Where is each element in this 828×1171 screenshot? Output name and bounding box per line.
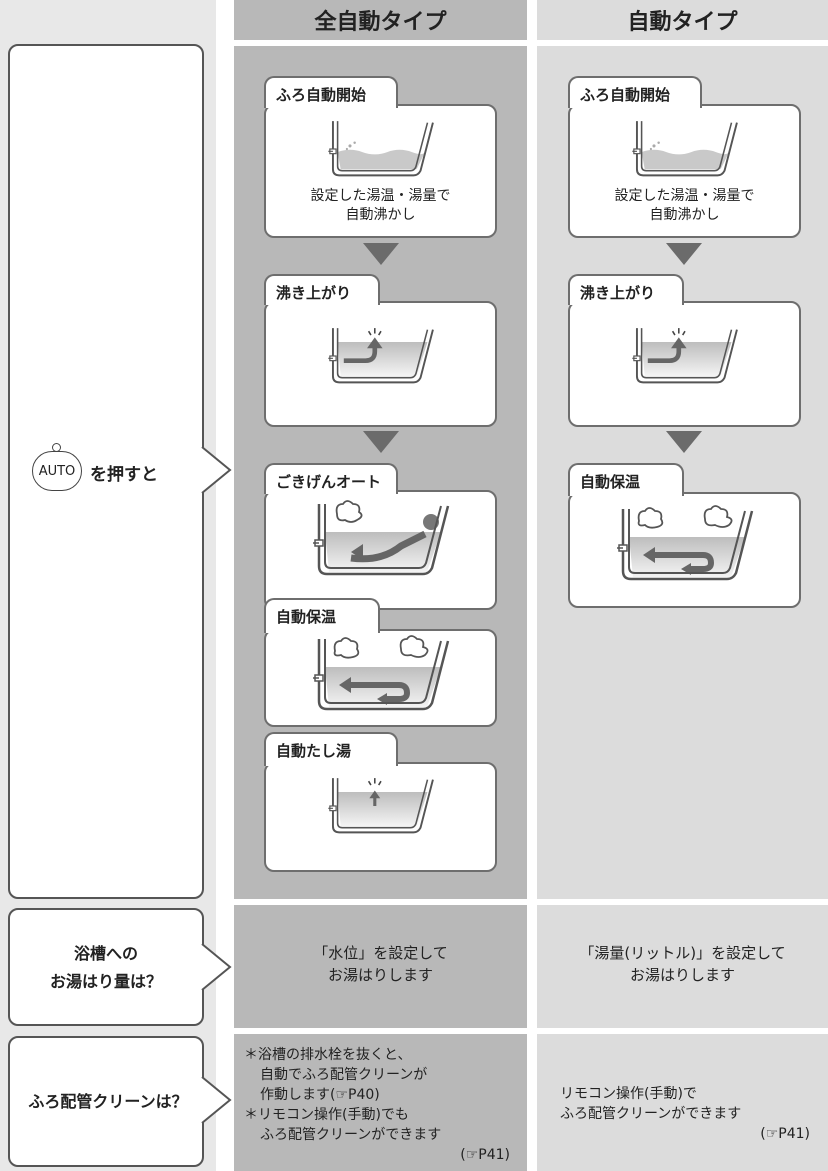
auto-step-keep-warm-tab: 自動保温 [568, 463, 684, 496]
fill-amount-line1: 浴槽への [73, 944, 138, 963]
desc-line1: 設定した湯温・湯量で [310, 188, 451, 204]
arrow-down-2 [666, 431, 702, 453]
fill-line2: お湯はりします [629, 966, 735, 984]
full-step-start-tab: ふろ自動開始 [264, 76, 398, 108]
tub-boiled-illustration [311, 325, 451, 387]
auto-button: AUTO [32, 451, 82, 491]
desc-line1: 設定した湯温・湯量で [614, 188, 755, 204]
full-step-gokigen-tab: ごきげんオート [264, 463, 398, 494]
auto-step-boil-tab: 沸き上がり [568, 274, 684, 305]
clean-line2: ふろ配管クリーンができます [560, 1106, 742, 1122]
full-fill-text: 「水位」を設定して お湯はりします [234, 942, 527, 986]
auto-step-start-desc: 設定した湯温・湯量で 自動沸かし [568, 187, 801, 225]
auto-button-dot [52, 443, 61, 452]
fill-amount-box [8, 908, 204, 1026]
pipe-clean-pointer [200, 1076, 232, 1124]
tab-join [266, 104, 396, 108]
fill-line1: 「水位」を設定して [313, 944, 448, 962]
press-label: を押すと [90, 465, 158, 485]
press-auto-pointer [200, 446, 232, 494]
note-line: ＊浴槽の排水栓を抜くと、 [244, 1047, 412, 1063]
tub-keep-warm-illustration [311, 635, 451, 715]
row-divider-1 [234, 899, 828, 905]
auto-button-label: AUTO [38, 463, 76, 479]
note-line: ふろ配管クリーンができます [260, 1127, 442, 1143]
tab-join [266, 629, 378, 633]
note-line: 自動でふろ配管クリーンが [260, 1067, 428, 1083]
header-full-auto: 全自動タイプ [314, 10, 447, 35]
fill-amount-line2: お湯はり量は？ [49, 972, 162, 991]
fill-line2: お湯はりします [327, 966, 433, 984]
tub-fill-illustration [615, 118, 755, 180]
header-band [234, 40, 828, 46]
tub-fill-illustration [311, 118, 451, 180]
tab-join [570, 492, 682, 496]
fill-amount-pointer [200, 943, 232, 991]
tab-join [570, 104, 700, 108]
tab-join [266, 301, 378, 305]
full-step-keep-warm-tab: 自動保温 [264, 598, 380, 633]
header-auto: 自動タイプ [627, 10, 738, 35]
fill-amount-label: 浴槽への お湯はり量は？ [8, 940, 204, 996]
row-divider-2 [234, 1028, 828, 1034]
desc-line2: 自動沸かし [649, 207, 720, 223]
note-line: (☞P41) [460, 1147, 510, 1163]
tub-add-water-illustration [311, 775, 451, 837]
auto-fill-text: 「湯量(リットル)」を設定して お湯はりします [537, 942, 828, 986]
tab-join [266, 762, 396, 766]
desc-line2: 自動沸かし [345, 207, 416, 223]
full-step-start-desc: 設定した湯温・湯量で 自動沸かし [264, 187, 497, 225]
tab-join [266, 490, 396, 494]
tub-keep-warm-illustration [615, 505, 755, 585]
note-line: 作動します(☞P40) [260, 1087, 380, 1103]
auto-clean-text: リモコン操作(手動)で ふろ配管クリーンができます (☞P41) [560, 1084, 810, 1144]
tub-boiled-illustration [615, 325, 755, 387]
clean-line1: リモコン操作(手動)で [560, 1086, 697, 1102]
arrow-down-1 [363, 243, 399, 265]
full-clean-notes: ＊浴槽の排水栓を抜くと、 自動でふろ配管クリーンが 作動します(☞P40) ＊リ… [244, 1045, 514, 1165]
arrow-down-1 [666, 243, 702, 265]
tab-join [570, 301, 682, 305]
tub-gokigen-illustration [311, 500, 451, 580]
fill-line1: 「湯量(リットル)」を設定して [579, 944, 786, 962]
arrow-down-2 [363, 431, 399, 453]
full-step-boil-tab: 沸き上がり [264, 274, 380, 305]
note-line: ＊リモコン操作(手動)でも [244, 1107, 409, 1123]
clean-line3: (☞P41) [760, 1126, 810, 1142]
full-step-add-water-tab: 自動たし湯 [264, 732, 398, 766]
auto-step-start-tab: ふろ自動開始 [568, 76, 702, 108]
pipe-clean-label: ふろ配管クリーンは？ [28, 1092, 188, 1111]
